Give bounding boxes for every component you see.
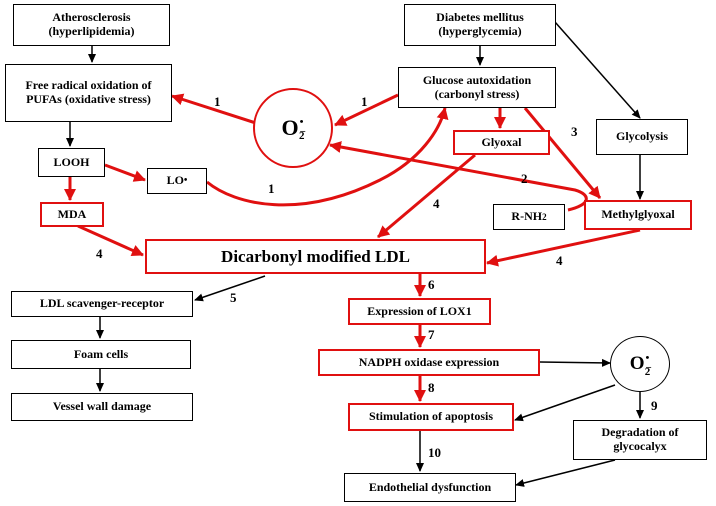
edge-label-9: 9 — [651, 398, 658, 413]
edge-label-3: 3 — [571, 124, 578, 139]
node-lo-dot: • — [183, 175, 188, 187]
edge-label-7: 7 — [428, 327, 435, 342]
node-looh-label: LOOH — [53, 154, 90, 169]
edge-label-6: 6 — [428, 277, 435, 292]
node-glycocalyx: Degradation of glycocalyx — [573, 420, 707, 460]
node-glucose-autoxidation: Glucose autoxidation (carbonyl stress) — [398, 67, 556, 108]
node-methylglyoxal-label: Methylglyoxal — [601, 207, 675, 222]
node-glyoxal: Glyoxal — [453, 130, 550, 155]
node-free-radical-line1: Free radical oxidation of — [25, 78, 152, 93]
node-looh: LOOH — [38, 148, 105, 177]
node-foam-cells: Foam cells — [11, 340, 191, 369]
node-diabetes: Diabetes mellitus (hyperglycemia) — [404, 4, 556, 46]
node-endothelial: Endothelial dysfunction — [344, 473, 516, 502]
node-nadph-label: NADPH oxidase expression — [358, 354, 500, 369]
edge-glycocalyx-endothelial — [515, 459, 616, 487]
o2-symbol: O — [281, 115, 299, 140]
node-lox1: Expression of LOX1 — [348, 298, 491, 325]
edge-label-4c: 4 — [556, 253, 563, 268]
edge-label-2: 2 — [521, 171, 528, 186]
edge-glyoxal-ldl — [377, 153, 476, 239]
node-vessel-wall: Vessel wall damage — [11, 393, 193, 421]
node-dicarbonyl-ldl: Dicarbonyl modified LDL — [145, 239, 486, 274]
node-mda-label: MDA — [57, 206, 87, 221]
o2-dot: • — [299, 116, 304, 129]
node-vessel-label: Vessel wall damage — [52, 399, 152, 414]
node-rnh2-sub: 2 — [542, 211, 547, 222]
node-free-radical: Free radical oxidation of PUFAs (oxidati… — [5, 64, 172, 122]
node-lo-radical: LO• — [147, 168, 207, 194]
node-atherosclerosis-line1: Atherosclerosis — [52, 10, 131, 25]
node-apoptosis-label: Stimulation of apoptosis — [368, 409, 494, 424]
o2b-sub: 2 — [644, 366, 651, 378]
node-foam-label: Foam cells — [73, 346, 129, 361]
o2b-dot: • — [645, 352, 650, 365]
node-atherosclerosis: Atherosclerosis (hyperlipidemia) — [13, 4, 170, 46]
node-dicarbonyl-label: Dicarbonyl modified LDL — [221, 246, 410, 266]
edge-mda-ldl — [77, 224, 144, 257]
edge-diabetes-glycolysis — [554, 21, 641, 119]
edge-methylglyoxal-ldl — [486, 228, 641, 267]
edge-label-4a: 4 — [96, 246, 103, 261]
node-glycolysis-label: Glycolysis — [615, 129, 668, 144]
o2-minus: − — [299, 126, 306, 138]
node-glucose-line1: Glucose autoxidation — [422, 72, 532, 87]
node-free-radical-line2: PUFAs (oxidative stress) — [26, 92, 151, 106]
edge-label-1b: 1 — [361, 94, 368, 109]
node-lo-label: LO — [166, 173, 184, 188]
node-endothelial-label: Endothelial dysfunction — [368, 479, 492, 494]
node-ldl-scavenger: LDL scavenger-receptor — [11, 291, 193, 317]
node-glycocalyx-line2: glycocalyx — [613, 439, 667, 453]
node-superoxide-bottom: O •− 2 — [610, 336, 670, 392]
node-diabetes-line2: (hyperglycemia) — [438, 24, 522, 38]
edge-o2-apoptosis — [514, 384, 616, 422]
edge-looh-lo — [104, 163, 146, 182]
o2b-symbol: O — [629, 353, 645, 374]
node-mda: MDA — [40, 202, 104, 227]
edge-lo-glucose — [206, 107, 449, 207]
o2b-minus: − — [645, 362, 652, 374]
node-rnh2-label: R-NH — [511, 209, 543, 224]
edge-label-8: 8 — [428, 380, 435, 395]
node-methylglyoxal: Methylglyoxal — [584, 200, 692, 230]
node-superoxide-top: O •− 2 — [253, 88, 333, 168]
node-glucose-line2: (carbonyl stress) — [434, 86, 520, 101]
edge-label-1c: 1 — [268, 181, 275, 196]
edge-rnh2-o2 — [329, 141, 588, 212]
node-nadph: NADPH oxidase expression — [318, 349, 540, 376]
node-apoptosis: Stimulation of apoptosis — [348, 403, 514, 431]
edge-glucose-o2 — [334, 93, 399, 127]
edge-label-4b: 4 — [433, 196, 440, 211]
edge-label-5: 5 — [230, 290, 237, 305]
node-glycocalyx-line1: Degradation of — [601, 425, 679, 440]
edge-label-1a: 1 — [214, 94, 221, 109]
node-scavenger-label: LDL scavenger-receptor — [39, 296, 165, 311]
node-diabetes-line1: Diabetes mellitus — [436, 10, 524, 25]
edge-ldl-scavenger — [194, 275, 266, 302]
node-lox1-label: Expression of LOX1 — [367, 303, 472, 318]
edge-o2-freeradical — [171, 93, 263, 127]
edge-glucose-methylglyoxal — [523, 107, 602, 199]
node-atherosclerosis-line2: (hyperlipidemia) — [48, 24, 135, 38]
node-glycolysis: Glycolysis — [596, 119, 688, 155]
o2-sub: 2 — [298, 130, 305, 142]
edge-label-10: 10 — [428, 445, 441, 460]
edge-nadph-o2 — [539, 358, 611, 367]
node-glyoxal-label: Glyoxal — [481, 134, 522, 149]
